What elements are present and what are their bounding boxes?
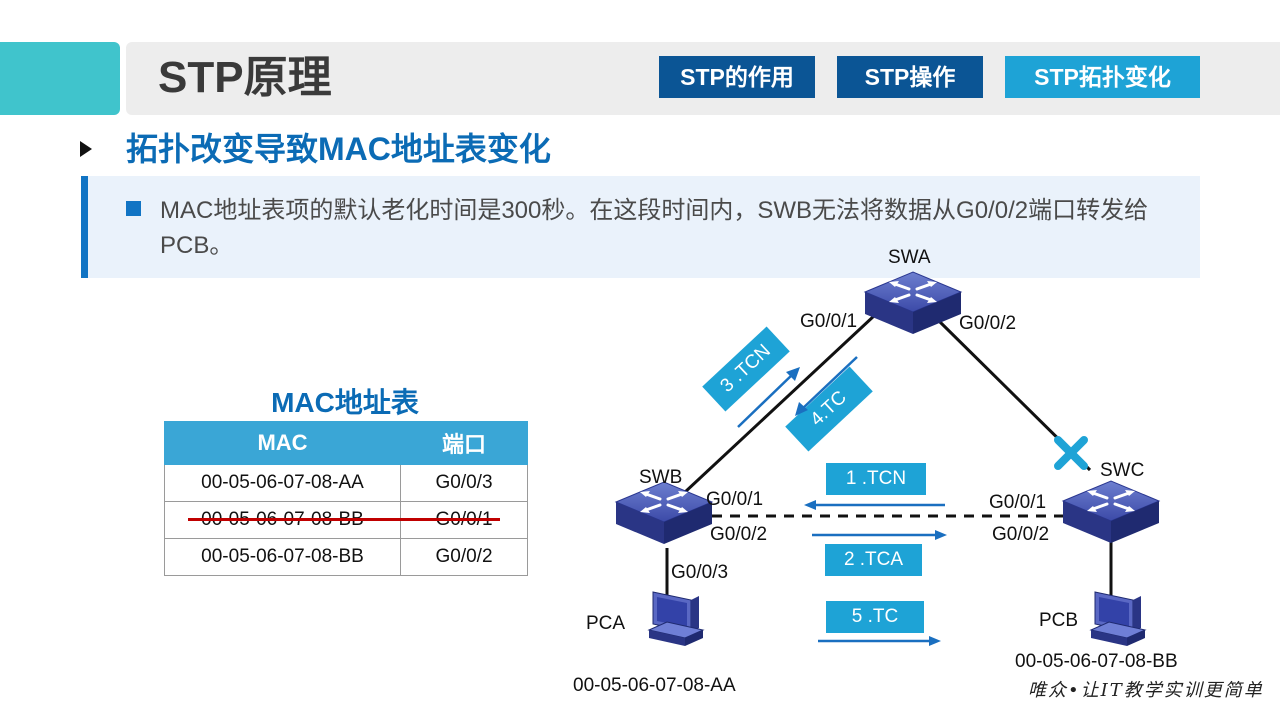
x-block-icon <box>1054 436 1088 470</box>
table-row: 00-05-06-07-08-BB G0/0/2 <box>164 538 528 576</box>
tab-stp-role[interactable]: STP的作用 <box>659 56 815 98</box>
mac-cell: 00-05-06-07-08-BB <box>164 538 401 576</box>
section-subtitle: 拓扑改变导致MAC地址表变化 <box>126 131 551 167</box>
mac-table-title: MAC地址表 <box>271 387 419 418</box>
arrow-4-tc <box>800 356 858 411</box>
port-cell: G0/0/3 <box>400 464 528 502</box>
table-header-row: MAC 端口 <box>164 421 528 465</box>
pc-pcb-label: PCB <box>1039 610 1079 631</box>
port-cell: G0/0/2 <box>400 538 528 576</box>
switch-swa-label: SWA <box>888 247 931 268</box>
arrow-3-tcn <box>737 372 795 428</box>
switch-swc-icon <box>1061 479 1161 545</box>
switch-swc-label: SWC <box>1100 460 1145 481</box>
column-header-mac: MAC <box>164 421 401 465</box>
switch-swb-label: SWB <box>639 467 683 488</box>
message-4-tc <box>785 366 873 452</box>
square-bullet-icon <box>126 201 141 216</box>
tab-stp-operation[interactable]: STP操作 <box>837 56 983 98</box>
table-row: 00-05-06-07-08-AA G0/0/3 <box>164 464 528 502</box>
port-label: G0/0/2 <box>959 313 1017 334</box>
header-accent-block <box>0 42 120 115</box>
pc-pca-label: PCA <box>586 613 626 634</box>
port-label: G0/0/1 <box>706 489 764 510</box>
switch-swb-icon <box>614 480 714 546</box>
strikethrough-line <box>188 518 500 521</box>
message-1-tcn: 1 .TCN <box>826 463 926 495</box>
note-box <box>81 176 1200 278</box>
port-label: G0/0/3 <box>671 562 729 583</box>
message-3-tcn <box>702 326 790 412</box>
pc-pca-icon <box>648 591 704 647</box>
pc-pca-mac: 00-05-06-07-08-AA <box>573 675 736 696</box>
mac-cell: 00-05-06-07-08-AA <box>164 464 401 502</box>
port-label: G0/0/2 <box>992 524 1050 545</box>
column-header-port: 端口 <box>400 421 528 465</box>
message-5-tc: 5 .TC <box>826 601 924 633</box>
page-title: STP原理 <box>158 53 332 102</box>
tab-stp-topology-change[interactable]: STP拓扑变化 <box>1005 56 1200 98</box>
message-2-tca: 2 .TCA <box>825 544 922 576</box>
note-text: MAC地址表项的默认老化时间是300秒。在这段时间内，SWB无法将数据从G0/0… <box>160 197 1149 259</box>
port-label: G0/0/1 <box>989 492 1047 513</box>
link-swa-swb <box>682 313 877 495</box>
triangle-bullet-icon <box>80 141 92 157</box>
port-label: G0/0/1 <box>800 311 858 332</box>
switch-swa-icon <box>863 270 963 336</box>
pc-pcb-mac: 00-05-06-07-08-BB <box>1015 651 1178 672</box>
port-label: G0/0/2 <box>710 524 768 545</box>
footer-slogan: 唯众•让IT教学实训更简单 <box>1028 680 1264 701</box>
mac-address-table: MAC 端口 00-05-06-07-08-AA G0/0/3 00-05-06… <box>164 421 528 576</box>
pc-pcb-icon <box>1090 591 1146 647</box>
